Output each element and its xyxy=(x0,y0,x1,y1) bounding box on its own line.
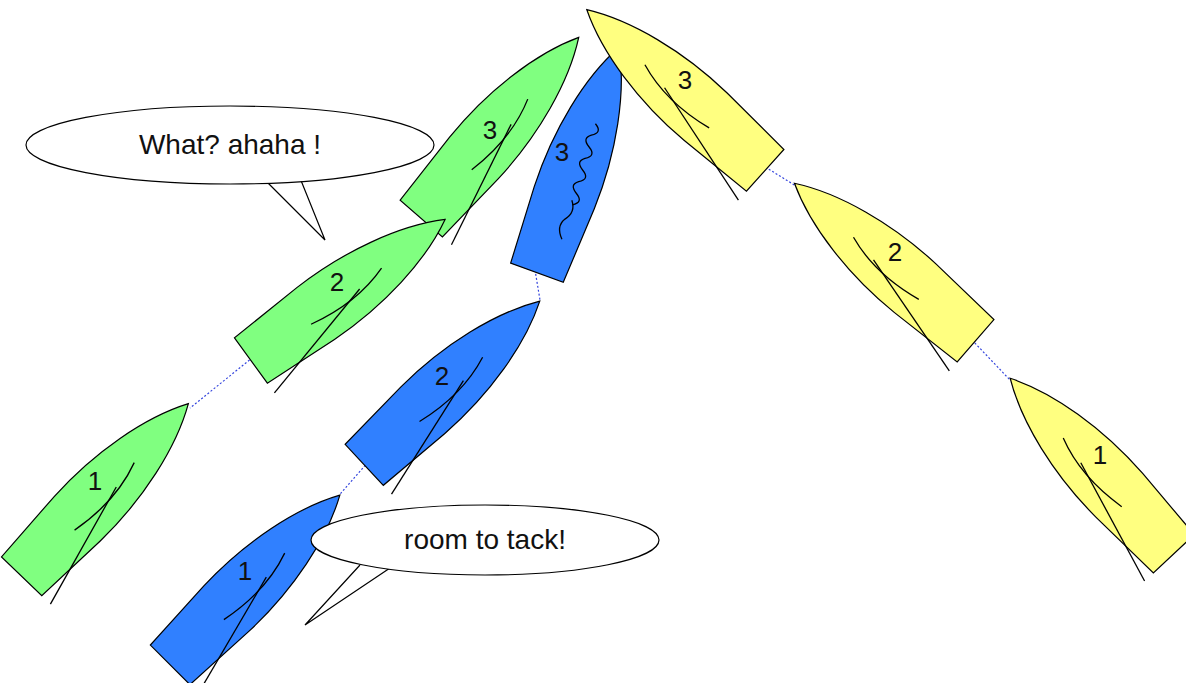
position-number: 2 xyxy=(330,269,344,295)
speech-bubble: What? ahaha ! xyxy=(25,105,435,185)
yellow-boat xyxy=(560,0,787,200)
bubble-tail xyxy=(305,565,390,625)
track-line xyxy=(190,165,1010,500)
speech-bubble: room to tack! xyxy=(310,504,660,576)
position-number: 1 xyxy=(1093,442,1107,468)
blue-boat xyxy=(342,278,567,494)
blue-boat xyxy=(147,472,368,683)
position-number: 3 xyxy=(555,139,569,165)
position-number: 1 xyxy=(88,468,102,494)
position-number: 2 xyxy=(888,239,902,265)
position-number: 3 xyxy=(483,117,497,143)
speech-text: room to tack! xyxy=(404,524,566,556)
position-number: 1 xyxy=(238,558,252,584)
speech-text: What? ahaha ! xyxy=(139,129,321,161)
position-number: 2 xyxy=(435,363,449,389)
yellow-boat xyxy=(981,356,1186,581)
bubble-tail xyxy=(260,175,325,240)
yellow-boat xyxy=(768,159,997,371)
position-number: 3 xyxy=(678,67,692,93)
green-boat xyxy=(0,381,217,604)
